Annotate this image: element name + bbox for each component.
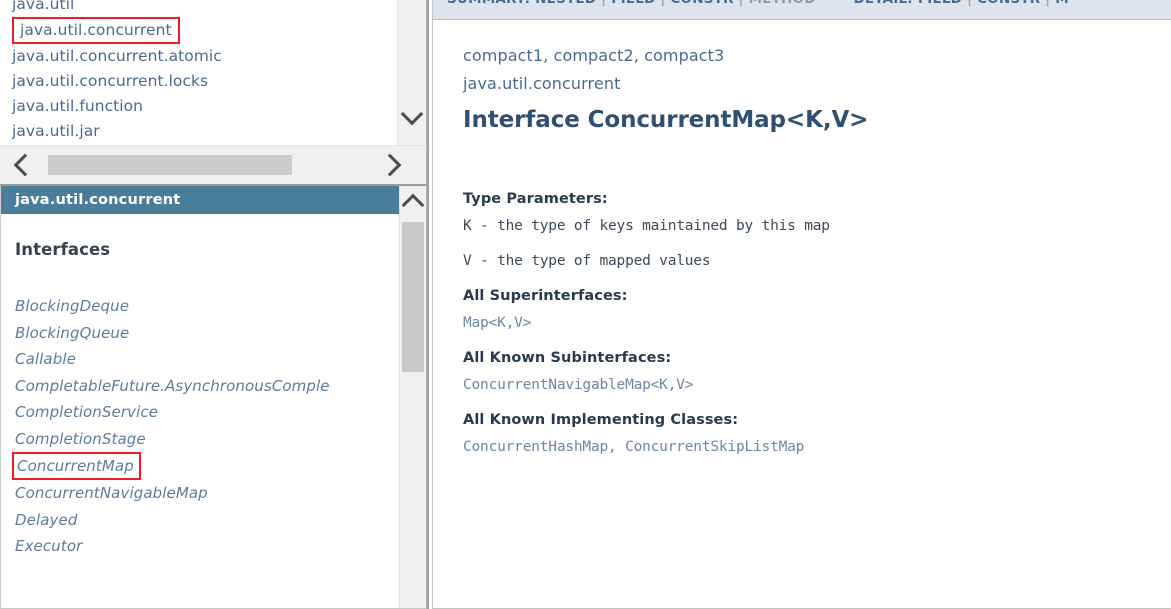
class-item-executor[interactable]: Executor bbox=[15, 537, 83, 555]
doc-spacer bbox=[463, 133, 1171, 191]
package-list[interactable]: java.util java.util.concurrent java.util… bbox=[0, 0, 397, 145]
navbar-summary-method[interactable]: METHOD bbox=[749, 0, 816, 7]
doc-term-type-parameters-text: Type Parameters bbox=[463, 191, 602, 207]
chevron-right-icon[interactable] bbox=[358, 153, 426, 177]
doc-term-all-known-subinterfaces: All Known Subinterfaces: bbox=[463, 350, 672, 366]
package-item-java-util[interactable]: java.util bbox=[12, 0, 75, 13]
chevron-left-icon[interactable] bbox=[0, 153, 44, 177]
navbar-links: SUMMARY: NESTED | FIELD | CONSTR | METHO… bbox=[447, 0, 1069, 7]
doc-term-all-known-subinterfaces-text: All Known Subinterfaces bbox=[463, 350, 666, 366]
page-title: Interface ConcurrentMap<K,V> bbox=[463, 107, 869, 133]
navbar-detail-constr[interactable]: CONSTR bbox=[977, 0, 1040, 7]
package-item-java-util-concurrent-locks[interactable]: java.util.concurrent.locks bbox=[12, 72, 209, 90]
class-item-concurrentmap-row: ConcurrentMap bbox=[12, 452, 399, 480]
navbar-summary-field[interactable]: FIELD bbox=[611, 0, 655, 7]
navbar-summary-constr[interactable]: CONSTR bbox=[670, 0, 733, 7]
class-item-completablefuture-asynchronouscompletiontask[interactable]: CompletableFuture.AsynchronousComple bbox=[15, 376, 330, 395]
doc-profiles: compact1, compact2, compact3 bbox=[463, 46, 725, 65]
class-item-completionstage[interactable]: CompletionStage bbox=[15, 429, 146, 448]
navbar-detail-method[interactable]: M bbox=[1055, 0, 1069, 7]
package-list-frame: java.util java.util.concurrent java.util… bbox=[0, 0, 427, 186]
documentation-pane: SUMMARY: NESTED | FIELD | CONSTR | METHO… bbox=[432, 0, 1171, 609]
doc-term-all-known-implementing-classes: All Known Implementing Classes: bbox=[463, 412, 739, 428]
package-list-horizontal-scrollbar[interactable] bbox=[0, 145, 426, 184]
class-list-header: java.util.concurrent bbox=[1, 186, 399, 214]
vertical-scroll-thumb[interactable] bbox=[402, 222, 424, 372]
chevron-down-icon[interactable] bbox=[398, 102, 426, 126]
navbar-summary-nested[interactable]: NESTED bbox=[535, 0, 596, 7]
doc-subinterfaces-value: ConcurrentNavigableMap<K,V> bbox=[463, 377, 1171, 393]
package-item-java-util-function[interactable]: java.util.function bbox=[12, 97, 144, 115]
navbar-detail-field[interactable]: FIELD bbox=[918, 0, 962, 7]
class-list-vertical-scrollbar[interactable] bbox=[399, 186, 426, 608]
left-navigation-column: java.util java.util.concurrent java.util… bbox=[0, 0, 427, 609]
horizontal-scroll-thumb[interactable] bbox=[48, 155, 292, 175]
class-item-concurrentmap[interactable]: ConcurrentMap bbox=[12, 452, 141, 480]
horizontal-scroll-track[interactable] bbox=[44, 155, 358, 175]
link-implementing-classes[interactable]: ConcurrentHashMap, ConcurrentSkipListMap bbox=[463, 439, 805, 455]
package-item-java-util-concurrent-atomic[interactable]: java.util.concurrent.atomic bbox=[12, 47, 222, 65]
class-item-completionservice[interactable]: CompletionService bbox=[15, 403, 159, 421]
navbar-summary-label: SUMMARY: bbox=[447, 0, 530, 7]
package-item-java-util-concurrent[interactable]: java.util.concurrent bbox=[12, 17, 180, 44]
chevron-up-icon[interactable] bbox=[400, 192, 426, 216]
class-list-frame: java.util.concurrent Interfaces Blocking… bbox=[0, 186, 427, 609]
class-list-scroll-area[interactable]: Interfaces BlockingDeque BlockingQueue C… bbox=[1, 214, 399, 608]
doc-term-type-parameters: Type Parameters: bbox=[463, 191, 608, 207]
doc-type-param-k: K - the type of keys maintained by this … bbox=[463, 218, 830, 234]
doc-term-all-known-implementing-classes-text: All Known Implementing Classes bbox=[463, 412, 733, 428]
documentation-body: compact1, compact2, compact3 java.util.c… bbox=[433, 20, 1171, 608]
doc-superinterfaces-value: Map<K,V> bbox=[463, 315, 1171, 331]
doc-package-name: java.util.concurrent bbox=[463, 74, 621, 93]
class-item-blockingdeque[interactable]: BlockingDeque bbox=[15, 297, 130, 315]
documentation-column: SUMMARY: NESTED | FIELD | CONSTR | METHO… bbox=[427, 0, 1171, 609]
class-list-main: java.util.concurrent Interfaces Blocking… bbox=[0, 186, 399, 608]
class-item-delayed[interactable]: Delayed bbox=[15, 510, 78, 529]
navbar-detail-label: DETAIL: bbox=[853, 0, 912, 7]
package-item-java-util-concurrent-row: java.util.concurrent bbox=[0, 17, 397, 44]
package-item-java-util-jar[interactable]: java.util.jar bbox=[12, 122, 100, 140]
doc-type-param-v: V - the type of mapped values bbox=[463, 253, 711, 269]
doc-implementing-classes-value: ConcurrentHashMap, ConcurrentSkipListMap bbox=[463, 439, 1171, 455]
link-map[interactable]: Map<K,V> bbox=[463, 315, 532, 331]
package-list-body: java.util java.util.concurrent java.util… bbox=[0, 0, 426, 145]
class-item-callable[interactable]: Callable bbox=[15, 350, 76, 368]
class-item-blockingqueue[interactable]: BlockingQueue bbox=[15, 323, 130, 342]
class-list-section-title: Interfaces bbox=[15, 240, 111, 259]
doc-term-all-superinterfaces-text: All Superinterfaces bbox=[463, 288, 622, 304]
doc-term-all-superinterfaces: All Superinterfaces: bbox=[463, 288, 628, 304]
link-concurrentnavigablemap[interactable]: ConcurrentNavigableMap<K,V> bbox=[463, 377, 694, 393]
class-item-concurrentnavigablemap[interactable]: ConcurrentNavigableMap bbox=[15, 484, 208, 502]
package-list-vertical-scrollbar[interactable] bbox=[397, 0, 426, 145]
javadoc-navbar[interactable]: SUMMARY: NESTED | FIELD | CONSTR | METHO… bbox=[433, 0, 1171, 20]
